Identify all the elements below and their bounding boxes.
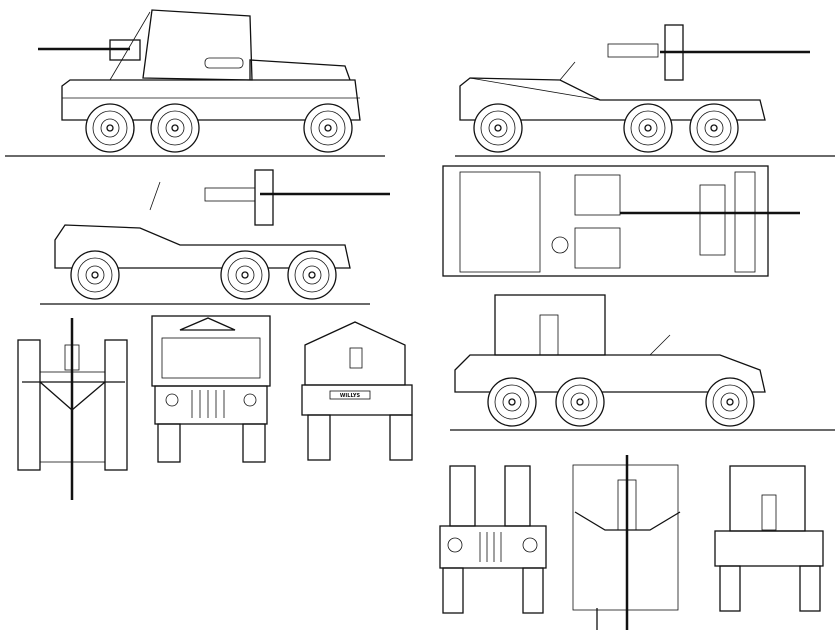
- rear-plate-lettering: WILLYS: [340, 393, 361, 399]
- rear-view-open: [714, 465, 824, 612]
- top-view-gun: [572, 455, 681, 630]
- side-view-armored-left: [5, 9, 385, 157]
- side-view-shielded-right: [450, 294, 835, 431]
- side-view-open-left: [40, 169, 390, 305]
- rear-view-gun: [17, 318, 128, 500]
- front-view-open: [439, 465, 547, 614]
- top-view: [442, 165, 800, 277]
- side-view-open-right: [455, 24, 835, 157]
- rear-view-covered: WILLYS: [301, 321, 413, 461]
- front-view-covered: [151, 315, 271, 463]
